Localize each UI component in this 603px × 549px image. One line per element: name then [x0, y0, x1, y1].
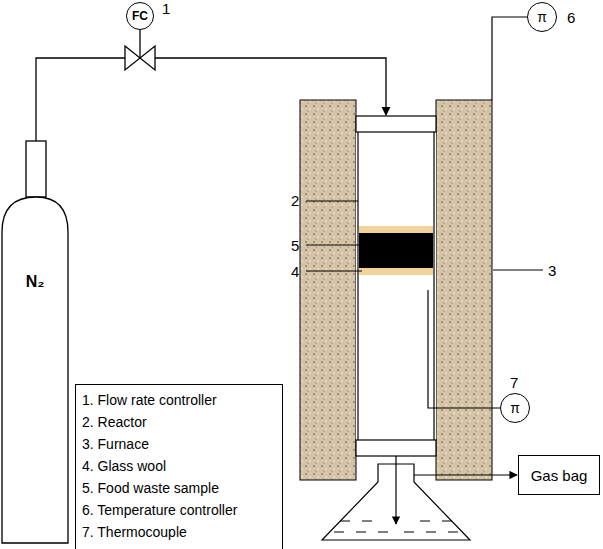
- reactor-wall: [433, 116, 434, 456]
- node-label: π: [537, 10, 547, 24]
- flow-controller-circle: FC: [126, 2, 154, 30]
- cylinder-outline: [0, 140, 70, 545]
- reactor-cap: [356, 440, 436, 456]
- gas-cylinder: N₂: [0, 140, 70, 545]
- leader-line: [306, 271, 362, 272]
- thermocouple-wire: [428, 290, 500, 408]
- glass-wool: [359, 268, 433, 275]
- leader-line: [306, 201, 358, 202]
- callout-number: 6: [567, 9, 575, 26]
- key-box: 1. Flow rate controller2. Reactor3. Furn…: [75, 384, 283, 549]
- glass-wool: [359, 226, 433, 233]
- gas-line: [414, 474, 517, 475]
- leader-line: [493, 270, 543, 271]
- key-entry: 7. Thermocouple: [82, 521, 187, 543]
- callout-number: 5: [291, 237, 299, 254]
- thermocouple-circle: π: [500, 393, 530, 423]
- gas-pipe: [36, 58, 125, 142]
- key-entry: 3. Furnace: [82, 433, 149, 455]
- furnace-wall: [436, 100, 492, 480]
- node-label: N₂: [0, 272, 70, 292]
- temperature-controller-circle: π: [527, 2, 557, 32]
- key-entry: 5. Food waste sample: [82, 477, 219, 499]
- reactor-cap: [356, 116, 436, 132]
- callout-number: 2: [291, 192, 299, 209]
- leader-line: [306, 245, 362, 246]
- reactor-bore: [356, 116, 436, 456]
- node-label: Gas bag: [531, 468, 588, 483]
- callout-number: 1: [162, 0, 170, 17]
- callout-number: 4: [291, 263, 299, 280]
- key-entry: 2. Reactor: [82, 411, 147, 433]
- node-label: π: [510, 401, 520, 415]
- reactor-wall: [357, 116, 358, 456]
- callout-number: 3: [548, 262, 556, 279]
- food-waste-sample: [359, 233, 433, 268]
- key-entry: 4. Glass wool: [82, 455, 166, 477]
- key-entry: 6. Temperature controller: [82, 499, 237, 521]
- cylinder-neck: [26, 141, 46, 197]
- furnace-wall: [300, 100, 356, 480]
- valve-stem: [139, 30, 140, 58]
- flask-liquid: [334, 521, 458, 532]
- outlet-pipe: [395, 456, 396, 524]
- node-label: FC: [132, 10, 148, 22]
- gas-bag-box: Gas bag: [518, 455, 600, 495]
- key-entry: 1. Flow rate controller: [82, 389, 217, 411]
- cylinder-body: [2, 197, 68, 543]
- callout-number: 7: [510, 374, 518, 391]
- controller-wire: [492, 17, 527, 100]
